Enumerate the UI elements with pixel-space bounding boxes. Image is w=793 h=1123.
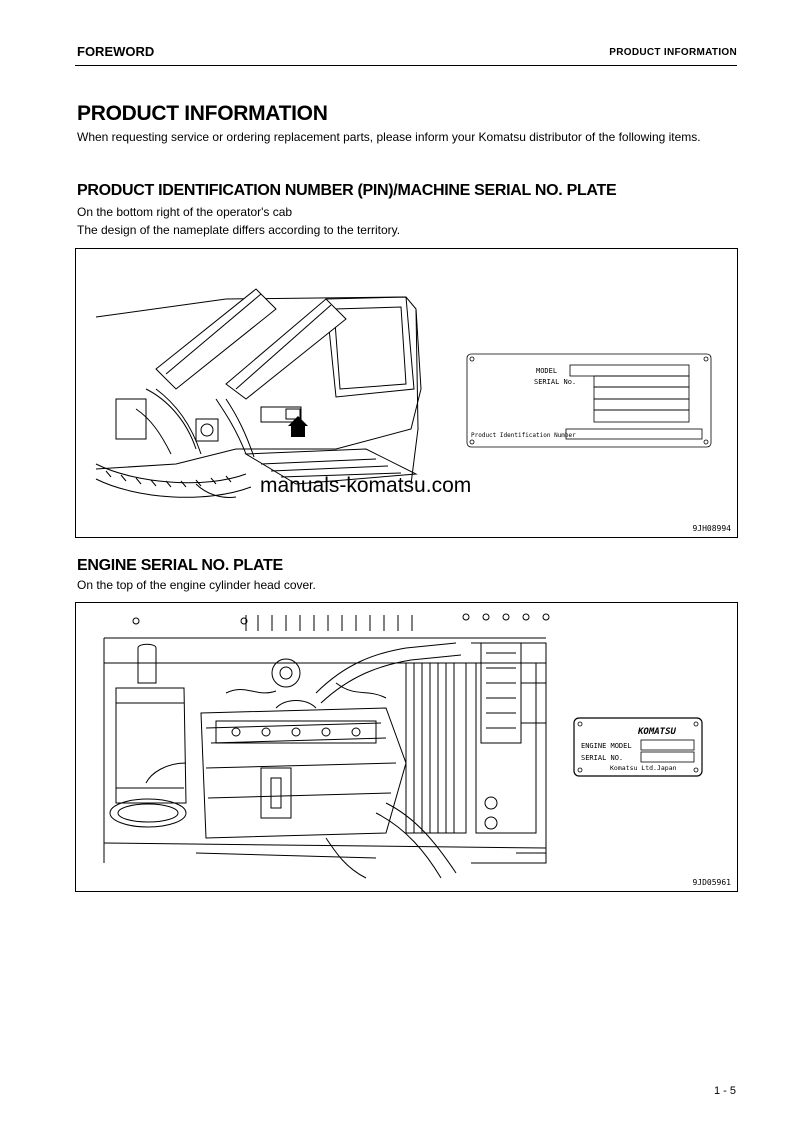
cab-illustration: MODEL SERIAL No. Product Identification …: [95, 288, 712, 498]
engine-plate-figure: KOMATSU ENGINE MODEL SERIAL NO. Komatsu …: [75, 602, 738, 892]
engine-maker-text: Komatsu Ltd.Japan: [610, 764, 677, 772]
header-divider: [75, 65, 737, 66]
engine-serial-label: SERIAL NO.: [581, 754, 623, 762]
plate-pin-label: Product Identification Number: [471, 432, 576, 439]
intro-paragraph: When requesting service or ordering repl…: [77, 130, 701, 144]
plate-serial-label: SERIAL No.: [534, 378, 576, 386]
komatsu-brand-text: KOMATSU: [637, 727, 677, 737]
engine-model-label: ENGINE MODEL: [581, 742, 632, 750]
engine-heading: ENGINE SERIAL NO. PLATE: [77, 557, 283, 574]
pin-location-text: On the bottom right of the operator's ca…: [77, 205, 293, 219]
page-number: 1 - 5: [713, 1085, 736, 1097]
header-section-title: FOREWORD: [77, 44, 155, 59]
engine-illustration: KOMATSU ENGINE MODEL SERIAL NO. Komatsu …: [103, 613, 703, 879]
page-title: PRODUCT INFORMATION: [77, 102, 328, 125]
engine-figure-code: 9JD05961: [692, 878, 731, 887]
header-chapter-title: PRODUCT INFORMATION: [609, 47, 737, 58]
engine-location-text: On the top of the engine cylinder head c…: [77, 578, 316, 592]
plate-model-label: MODEL: [536, 367, 557, 375]
pin-design-note: The design of the nameplate differs acco…: [77, 223, 401, 237]
watermark: manuals-komatsu.com: [260, 474, 472, 497]
pin-plate-figure: MODEL SERIAL No. Product Identification …: [75, 248, 738, 538]
pin-figure-code: 9JH08994: [692, 524, 731, 533]
pin-heading: PRODUCT IDENTIFICATION NUMBER (PIN)/MACH…: [77, 182, 617, 199]
